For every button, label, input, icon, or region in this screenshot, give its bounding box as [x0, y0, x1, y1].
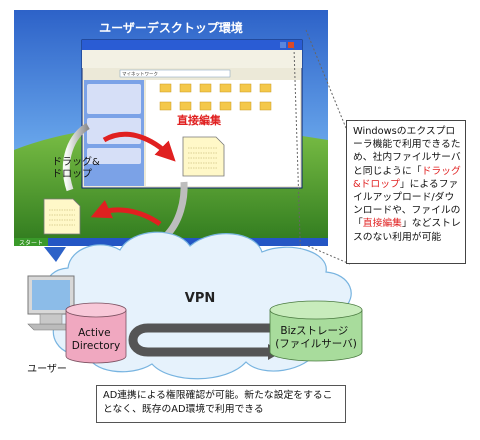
- red-arrow-edit: [102, 131, 176, 162]
- callout-text-segment: Windowsのエクスプローラ機能で利用できるため、社内ファイルサーバと同じよう…: [353, 126, 461, 177]
- storage-gray-arrow: [163, 181, 188, 239]
- explorer-window[interactable]: マイネットワーク: [81, 39, 303, 189]
- start-button[interactable]: [14, 238, 48, 246]
- direct-edit-label: 直接編集: [177, 113, 222, 127]
- drag-gray-arrow: [62, 122, 90, 192]
- user-label: ユーザー: [27, 363, 67, 375]
- window-titlebar: [82, 40, 302, 50]
- callout-text-segment: ドラッグ&ドロップ: [353, 165, 461, 190]
- callout-text-segment: 」などストレスのない利用が可能: [353, 218, 461, 243]
- drag-drop-label: ドラッグ& ドロップ: [52, 155, 103, 180]
- document-icon-edit: [182, 136, 225, 177]
- active-directory-cylinder: Active Directory: [65, 302, 127, 364]
- biz-storage-cylinder: Bizストレージ (ファイルサーバ): [269, 300, 363, 362]
- document-icon-local: [43, 198, 81, 235]
- vpn-label: VPN: [185, 291, 215, 306]
- red-arrow-download: [90, 199, 162, 227]
- callout-text-segment: 直接編集: [362, 218, 402, 230]
- address-text: マイネットワーク: [122, 72, 158, 78]
- user-pc-icon: [27, 275, 79, 331]
- callout-box: Windowsのエクスプローラ機能で利用できるため、社内ファイルサーバと同じよう…: [346, 120, 466, 264]
- ad-integration-note: AD連携による権限確認が可能。新たな設定をすることなく、既存のAD環境で利用でき…: [96, 385, 346, 423]
- window-close-icon[interactable]: [288, 42, 294, 48]
- ad-auth-loop-arrow: [128, 323, 272, 357]
- active-directory-label: Active Directory: [72, 327, 120, 352]
- folder-icons: [159, 83, 272, 111]
- callout-text-segment: 」によるファイルアップロード/ダウンロードや、ファイルの「: [353, 178, 461, 230]
- start-label: スタート: [19, 239, 43, 247]
- desktop-title: ユーザーデスクトップ環境: [99, 20, 243, 35]
- window-toolbar: [82, 58, 302, 68]
- screen-pointer: [44, 247, 66, 262]
- callout-connectors: [293, 29, 351, 301]
- biz-storage-label: Bizストレージ (ファイルサーバ): [275, 325, 357, 350]
- address-bar[interactable]: [119, 69, 231, 78]
